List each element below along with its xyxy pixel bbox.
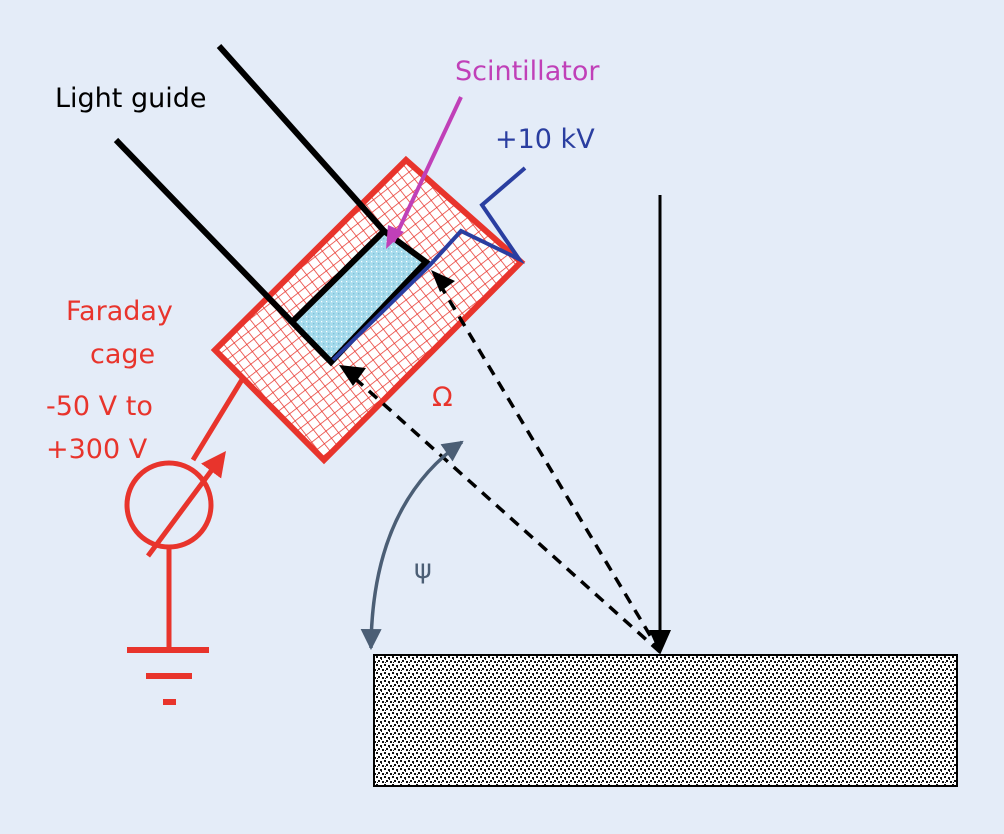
primary-beam-arrowhead xyxy=(649,630,671,655)
light-guide-rail-lower xyxy=(113,137,295,325)
faraday-label-line1: Faraday xyxy=(66,296,173,327)
specimen xyxy=(373,654,958,787)
omega-label: Ω xyxy=(432,382,453,413)
ground-icon xyxy=(127,647,209,705)
variable-voltage-source-icon xyxy=(124,460,214,550)
voltage-label: +10 kV xyxy=(495,124,595,155)
variable-indicator-arrow xyxy=(145,450,226,558)
light-guide-rail-upper xyxy=(216,44,387,233)
electron-path-lower xyxy=(348,372,662,654)
scintillator-pointer xyxy=(391,96,463,243)
scintillator-block xyxy=(287,227,431,367)
bias-wire-top xyxy=(190,376,246,462)
light-guide-label: Light guide xyxy=(55,83,206,114)
scintillator-label: Scintillator xyxy=(455,56,600,87)
bias-range-label-line1: -50 V to xyxy=(46,391,153,422)
high-voltage-wire xyxy=(331,166,527,362)
faraday-label-line2: cage xyxy=(90,339,155,370)
psi-label: ψ xyxy=(414,554,432,585)
electron-arrowhead-upper xyxy=(431,270,455,292)
takeoff-angle-arc xyxy=(360,440,464,651)
electron-path-upper xyxy=(434,277,662,653)
scintillator-pointer-head xyxy=(386,225,404,249)
electron-arrowhead-lower xyxy=(339,365,366,386)
bias-range-label-line2: +300 V xyxy=(46,434,148,465)
